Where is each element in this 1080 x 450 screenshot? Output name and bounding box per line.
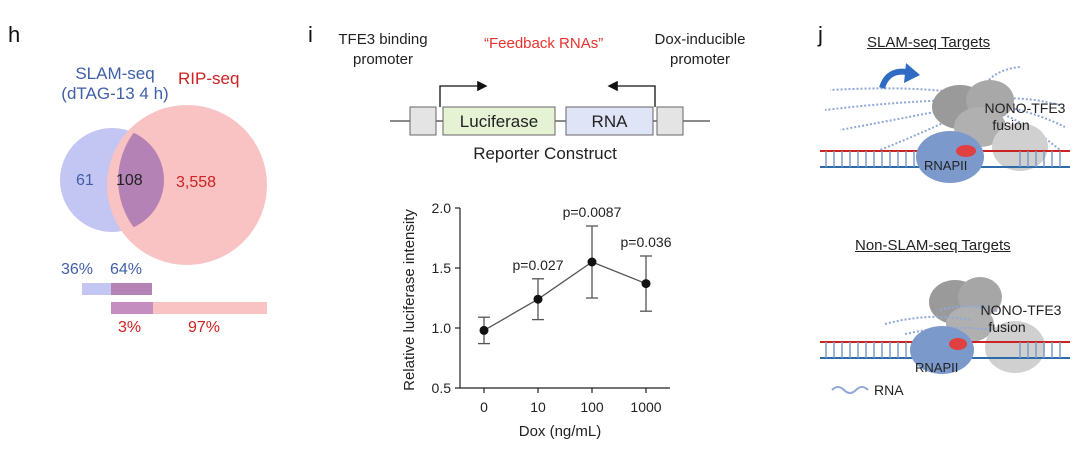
p-value-label: p=0.0087: [563, 204, 622, 220]
series-line: [483, 261, 647, 331]
rip-pct-right: 97%: [188, 319, 221, 336]
slam-pct-left: 36%: [61, 261, 94, 278]
p-value-label: p=0.027: [513, 257, 564, 273]
rnapii-blob: [916, 131, 984, 183]
slam-bar-unique: [82, 283, 111, 295]
slam-bar-overlap: [111, 283, 152, 295]
panel-letter-h: h: [8, 22, 21, 47]
data-point: [641, 279, 651, 289]
overlap-count: 108: [116, 172, 143, 189]
x-axis-label: Dox (ng/mL): [519, 423, 602, 440]
tfe3-label-line1: TFE3 binding: [338, 31, 428, 48]
y-tick-label: 0.5: [432, 380, 452, 396]
y-tick-label: 2.0: [432, 200, 452, 216]
p-value-label: p=0.036: [621, 234, 672, 250]
rip-only-count: 3,558: [176, 174, 217, 191]
slam-seq-label-line2: (dTAG-13 4 h): [61, 84, 169, 103]
tfe3-promoter-arrow: [439, 80, 488, 107]
overlap-region: [118, 132, 164, 228]
right-promoter-box: [656, 106, 684, 136]
left-promoter-box: [409, 106, 437, 136]
x-tick-label: 1000: [630, 399, 661, 415]
fusion-label-top-line2: fusion: [992, 117, 1030, 133]
rna-legend-icon: [831, 386, 869, 394]
dox-label-line1: Dox-inducible: [654, 31, 746, 48]
fusion-label-bottom: NONO-TFE3 fusion: [976, 302, 1066, 336]
data-point: [587, 257, 597, 267]
y-tick-label: 1.5: [432, 260, 452, 276]
fusion-label-bottom-line2: fusion: [988, 319, 1026, 335]
panel-letter-i: i: [308, 22, 313, 47]
luciferase-box: [442, 106, 556, 136]
feedback-rnas-label: “Feedback RNAs”: [484, 35, 604, 52]
reporter-construct-diagram: [390, 80, 710, 136]
data-point: [479, 325, 489, 335]
slam-targets-illustration: [820, 63, 1070, 183]
tfe3-promoter-label: TFE3 binding promoter: [318, 30, 448, 70]
rna-box: [565, 106, 654, 136]
venn-diagram: [60, 105, 267, 265]
rnapii-label-top: RNAPII: [924, 158, 968, 173]
dox-label-line2: promoter: [669, 51, 731, 68]
slam-seq-label-line1: SLAM-seq: [75, 64, 155, 83]
rip-seq-label: RIP-seq: [178, 69, 240, 88]
slam-targets-title: SLAM-seq Targets: [867, 34, 991, 51]
non-slam-targets-illustration: [820, 277, 1070, 394]
panel-letter-j: j: [818, 22, 823, 47]
slam-seq-label: SLAM-seq (dTAG-13 4 h): [40, 64, 190, 104]
dox-promoter-label: Dox-inducible promoter: [640, 30, 760, 70]
luciferase-box-label: Luciferase: [459, 112, 539, 131]
x-tick-label: 0: [480, 399, 488, 415]
rna-legend-label: RNA: [874, 382, 904, 398]
slam-pct-right: 64%: [110, 261, 143, 278]
slam-only-count: 61: [76, 172, 94, 189]
data-point: [533, 294, 543, 304]
x-tick-label: 100: [580, 399, 604, 415]
rip-bar-overlap: [111, 302, 153, 314]
dox-promoter-arrow: [607, 80, 656, 107]
x-tick-label: 10: [530, 399, 546, 415]
fusion-label-top-line1: NONO-TFE3: [984, 100, 1066, 116]
fusion-label-top: NONO-TFE3 fusion: [980, 100, 1070, 134]
tfe3-label-line2: promoter: [352, 51, 414, 68]
y-tick-label: 1.0: [432, 320, 452, 336]
fusion-label-bottom-line1: NONO-TFE3: [980, 302, 1062, 318]
rna-box-label: RNA: [591, 112, 628, 131]
reporter-construct-title: Reporter Construct: [473, 144, 617, 163]
rip-pct-left: 3%: [118, 319, 142, 336]
non-slam-targets-title: Non-SLAM-seq Targets: [855, 237, 1011, 254]
y-axis-label: Relative luciferase intensity: [401, 209, 418, 391]
rnapii-label-bottom: RNAPII: [915, 360, 959, 375]
rip-bar-unique: [153, 302, 267, 314]
